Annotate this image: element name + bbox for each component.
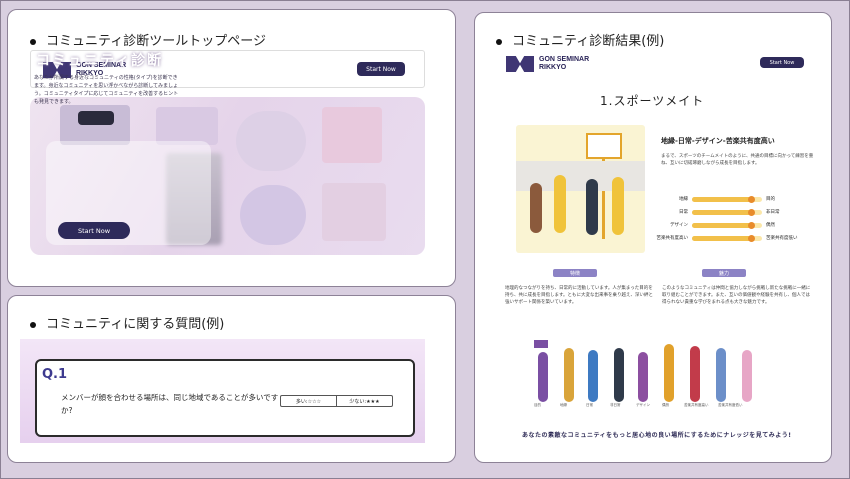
bar-marker [747,209,755,216]
bar-marker [747,196,755,203]
person-figure [716,348,726,402]
hero-start-button[interactable]: Start Now [58,222,130,239]
bullet-icon [30,321,36,328]
characters-illustration [530,338,780,408]
illustration-shop [156,107,218,145]
result-footer: あなたの素敵なコミュニティをもっと居心地の良い場所にするためにナレッジを見てみよ… [522,432,792,439]
figure-label: 偶然 [662,403,669,407]
figure-label: 目的 [534,403,541,407]
logo-line2: RIKKYO [539,64,567,71]
result-heading-text: コミュニティ診断結果(例) [512,34,665,49]
bar-right-label: 偶然 [766,223,775,228]
result-title: 1.スポーツメイト [600,94,705,108]
bar-left-label: 日常 [679,210,688,215]
axis-bar-row: デザイン 偶然 [652,222,822,229]
sports-illustration [516,125,645,253]
bar-left-label: デザイン [670,223,688,228]
logo-line2: RIKKYO [76,70,104,77]
result-description: まるで、スポーツのチームメイトのように、共通の目標に向かって練習を重ね、互いに切… [661,154,814,166]
blurred-illustration [166,153,222,245]
answer-options: 多い:☆☆☆ 少ない:★★★ [280,395,393,407]
result-heading: コミュニティ診断結果(例) [496,30,664,49]
top-page-heading: コミュニティ診断ツールトップページ [30,30,266,49]
result-logo[interactable]: GON SEMINAR RIKKYO [506,56,589,72]
question-heading-text: コミュニティに関する質問(例) [46,317,225,332]
axis-bar-row: 日常 非日常 [652,209,822,216]
answer-option-few[interactable]: 少ない:★★★ [349,398,380,405]
basketball-hoop-icon [586,133,622,159]
logo-text: GON SEMINAR RIKKYO [76,62,126,78]
question-text: メンバーが顔を合わせる場所は、同じ地域であることが多いですか? [61,393,279,415]
bullet-icon [30,38,36,45]
bar-track [692,222,762,229]
logo-mark-icon [43,62,71,78]
nav-start-button[interactable]: Start Now [357,62,405,76]
logo-mark-icon [506,56,534,72]
person-figure [690,346,700,402]
person-figure [742,350,752,402]
bar-fill [692,236,752,241]
hero-title: コミュニティ診断 [36,53,164,69]
bar-track [692,235,762,242]
site-nav: GON SEMINAR RIKKYO Start Now [30,50,425,88]
person-figure [530,183,542,233]
figure-label: デザイン [636,403,650,407]
question-number: Q.1 [42,367,68,382]
bar-left-label: 地縁 [679,197,688,202]
person-figure [614,348,624,402]
bar-fill [692,197,752,202]
bar-right-label: 苦楽共有度低い [766,236,798,241]
person-figure [588,350,598,402]
bar-marker [747,222,755,229]
bar-marker [747,235,755,242]
bar-track [692,209,762,216]
bar-track [692,196,762,203]
result-subtitle: 地縁-日常-デザイン-苦楽共有度高い [661,137,775,145]
axis-bar-row: 苦楽共有度高い 苦楽共有度低い [652,235,822,242]
figure-label: 地縁 [560,403,567,407]
bar-right-label: 目的 [766,197,775,202]
person-figure [612,177,624,235]
logo-text: GON SEMINAR RIKKYO [539,56,589,72]
flag-icon [534,340,548,348]
illustration-school [322,183,386,241]
figure-label: 非日常 [610,403,621,407]
bar-fill [692,210,752,215]
bar-left-label: 苦楽共有度高い [656,236,689,241]
logo-line1: GON SEMINAR [76,62,127,69]
axis-bar-row: 地縁 目的 [652,196,822,203]
illustration-city [240,185,306,245]
bar-right-label: 非日常 [766,210,780,215]
person-figure [554,175,566,233]
figure-label: 日常 [586,403,593,407]
person-figure [564,348,574,402]
top-page-heading-text: コミュニティ診断ツールトップページ [46,34,266,49]
answer-option-many[interactable]: 多い:☆☆☆ [281,396,337,406]
illustration-festival [322,107,382,163]
figure-label: 苦楽共有度低い [718,403,743,407]
feature-text: 地理的なつながりを持ち、日常的に活動しています。人が集まった目的を持ち、共に成長… [505,286,654,305]
hero-description: あなたが所属する身近なコミュニティの性格(タイプ)を診断できます。身近なコミュニ… [34,75,179,105]
site-logo[interactable]: GON SEMINAR RIKKYO [43,62,126,78]
feature-label: 特徴 [553,269,597,277]
question-card [35,359,415,437]
person-figure [586,179,598,235]
person-figure [664,344,674,402]
illustration-board [78,111,114,125]
result-start-button[interactable]: Start Now [760,57,804,68]
figure-label: 苦楽共有度高い [684,403,709,407]
charm-label: 魅力 [702,269,746,277]
person-figure [538,352,548,402]
illustration-park [236,111,306,171]
charm-text: このようなコミュニティは仲間と協力しながら挑戦し新たな挑戦に一緒に取り組むことが… [662,286,811,305]
bullet-icon [496,38,502,45]
logo-line1: GON SEMINAR [539,56,590,63]
person-figure [638,352,648,402]
question-heading: コミュニティに関する質問(例) [30,313,224,332]
hoop-pole [602,159,605,239]
bar-fill [692,223,752,228]
